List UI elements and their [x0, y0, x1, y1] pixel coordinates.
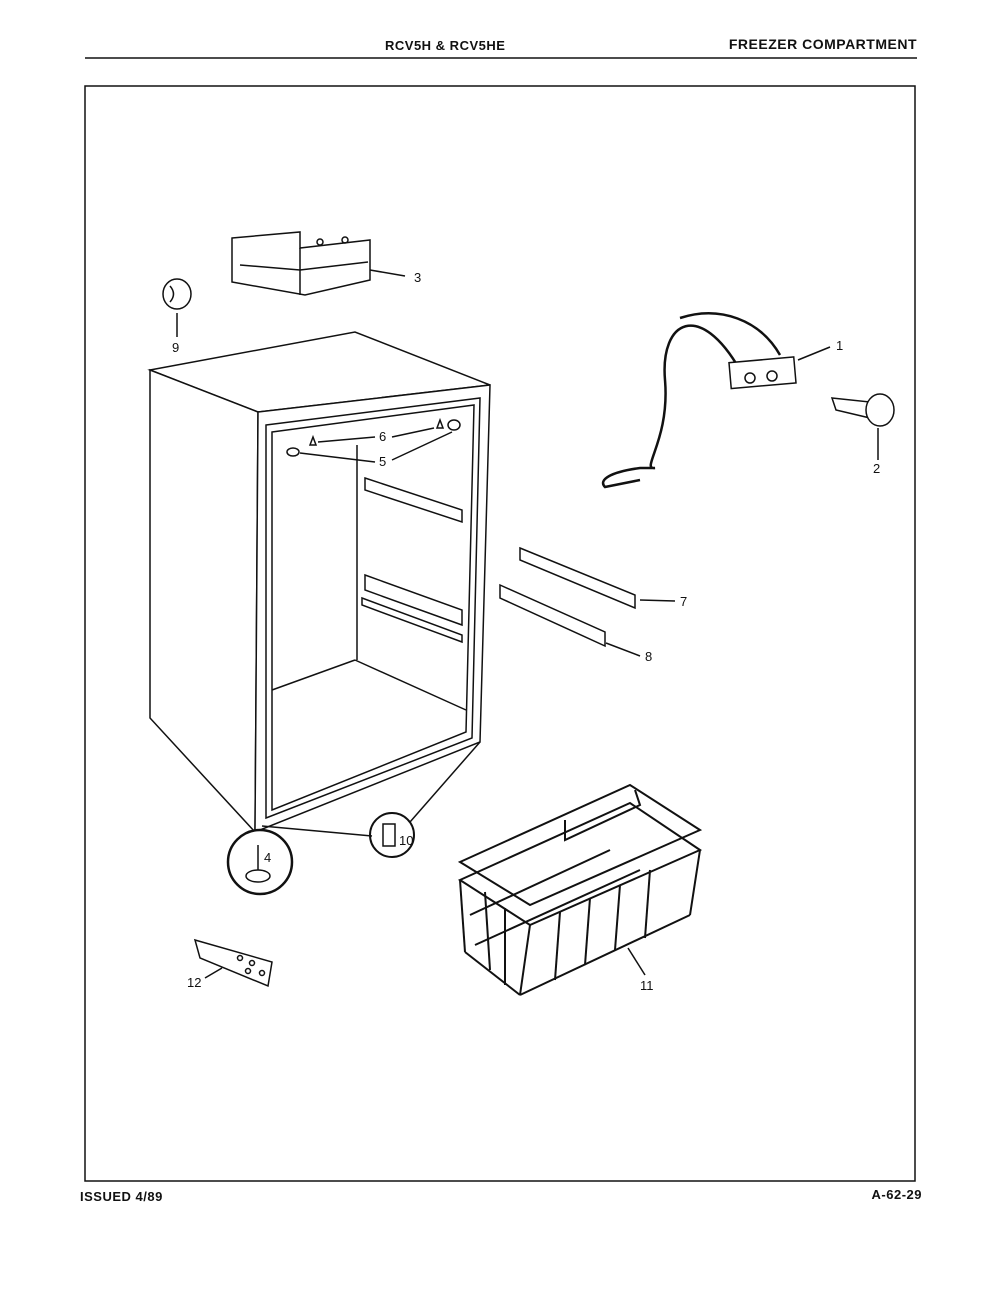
leader-8: [605, 642, 641, 657]
diagram-frame: [84, 85, 916, 1182]
leader-6a: [317, 436, 376, 443]
callout-4: 4: [264, 850, 271, 865]
leader-6b: [391, 427, 435, 438]
basket-part-11: [457, 783, 703, 996]
callout-1: 1: [836, 338, 843, 353]
leader-10b: [409, 741, 481, 823]
fasteners-part-5-6: [286, 417, 461, 457]
leveling-leg-part-4: [226, 828, 294, 896]
knob-part-2: [830, 393, 895, 427]
knob-part-9: [162, 278, 192, 310]
section-title: FREEZER COMPARTMENT: [728, 36, 917, 52]
leader-11: [627, 947, 646, 976]
rail-part-7: [519, 546, 636, 610]
callout-6: 6: [379, 429, 386, 444]
leader-5a: [299, 452, 376, 463]
leader-7: [639, 599, 676, 602]
callout-3: 3: [414, 270, 421, 285]
cabinet: [147, 331, 491, 834]
leader-10a: [261, 825, 373, 837]
callout-9: 9: [172, 340, 179, 355]
thermostat-part-1: [602, 312, 797, 489]
pad-part-12: [193, 938, 273, 988]
leader-12: [204, 967, 223, 979]
leader-3: [369, 269, 406, 277]
callout-11: 11: [640, 978, 654, 993]
callout-5: 5: [379, 454, 386, 469]
model-title: RCV5H & RCV5HE: [385, 38, 506, 53]
document-number: A-62-29: [871, 1187, 922, 1202]
leader-5b: [391, 431, 453, 461]
callout-2: 2: [873, 461, 880, 476]
callout-10: 10: [399, 833, 413, 848]
leader-1: [797, 346, 831, 361]
callout-7: 7: [680, 594, 687, 609]
callout-8: 8: [645, 649, 652, 664]
bracket-part-3: [231, 231, 371, 296]
clip-part-10: [369, 812, 415, 858]
issued-date: ISSUED 4/89: [80, 1189, 163, 1204]
callout-12: 12: [187, 975, 201, 990]
rail-part-8: [499, 583, 606, 648]
